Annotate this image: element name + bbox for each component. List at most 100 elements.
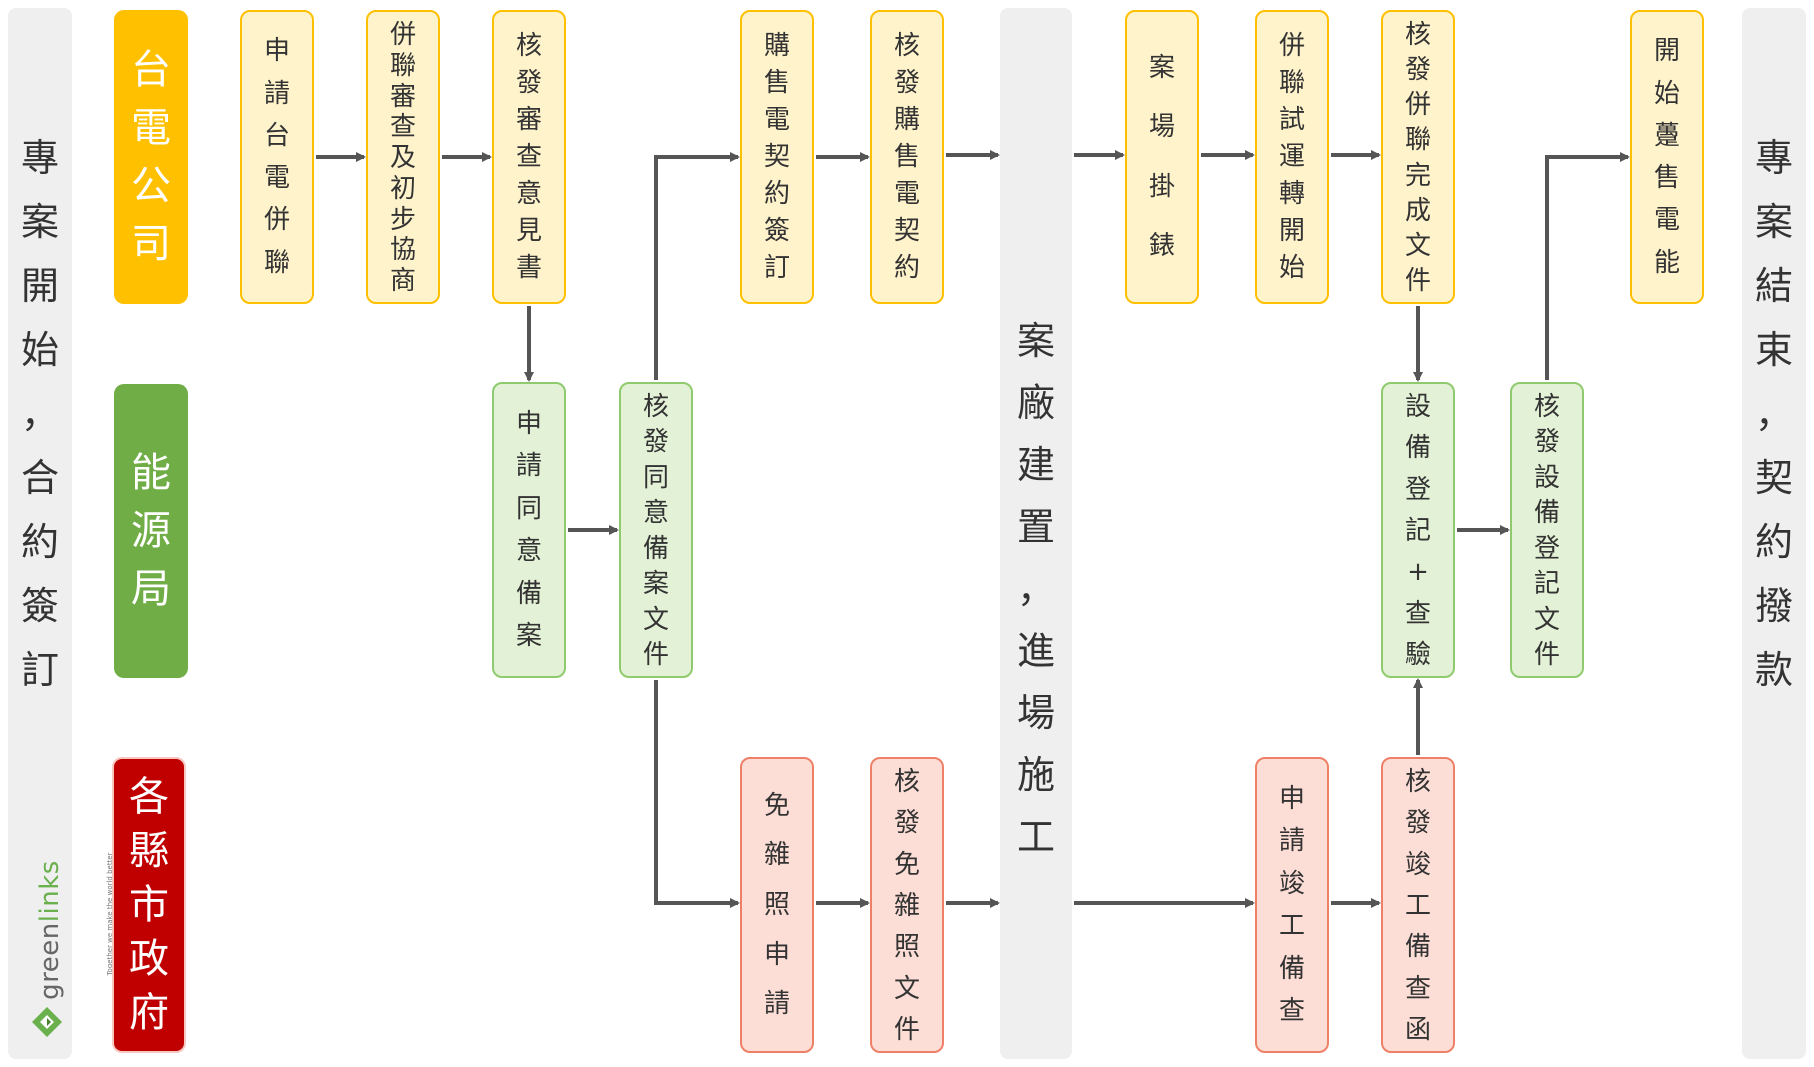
label-char: 查: [1404, 598, 1431, 629]
label-char: 售: [893, 142, 920, 172]
label-char: 台: [263, 120, 290, 151]
step-apply-taipower-grid: 申請台電併聯: [240, 10, 314, 304]
label-char: 發: [642, 427, 669, 458]
label-char: 請: [515, 451, 542, 482]
step-review-opinion: 核發審查意見書: [492, 10, 566, 304]
step-consent-issued: 核發同意備案文件: [619, 382, 693, 678]
label-char: 工: [1278, 911, 1305, 942]
label-char: 建: [1016, 442, 1055, 487]
label-char: 步: [389, 204, 416, 235]
label-char: 工: [1016, 814, 1055, 859]
label-char: 核: [642, 392, 669, 422]
label-char: 始: [1278, 253, 1305, 283]
label-char: 竣: [1278, 868, 1305, 899]
label-char: 文: [893, 973, 920, 1004]
label-char: 聯: [389, 50, 416, 81]
step-label: 申請竣工備查: [1257, 759, 1327, 1051]
label-char: 進: [1016, 628, 1055, 673]
label-char: 司: [131, 221, 171, 267]
step-grid-complete: 核發併聯完成文件: [1381, 10, 1455, 304]
label-char: 電: [263, 163, 290, 194]
arrow-b5-b6: [654, 152, 740, 380]
label-char: 聯: [1404, 125, 1431, 156]
label-char: 申: [515, 408, 542, 439]
label-char: 廠: [1016, 380, 1055, 425]
label-char: 始: [20, 327, 59, 372]
label-char: 備: [515, 578, 542, 609]
label-char: 合: [20, 455, 59, 500]
step-completion-issued: 核發竣工備查函: [1381, 757, 1455, 1053]
label-char: 核: [1404, 767, 1431, 797]
label-char: 購: [763, 31, 790, 61]
label-char: 備: [1533, 498, 1560, 529]
label-char: +: [1407, 557, 1429, 588]
category-county-government-label: 各縣市政府: [114, 759, 184, 1051]
label-char: 公: [131, 163, 171, 209]
label-char: 掛: [1148, 171, 1175, 202]
category-taipower: 台電公司: [114, 10, 188, 304]
logo-mark-icon: [32, 1007, 62, 1037]
label-char: 電: [763, 105, 790, 135]
label-char: 置: [1016, 504, 1055, 549]
label-char: 核: [515, 31, 542, 61]
label-char: 契: [1754, 455, 1793, 500]
label-char: 併: [263, 205, 290, 236]
label-char: 件: [1533, 639, 1560, 670]
step-label: 設備登記+查驗: [1383, 384, 1453, 676]
step-meter-install: 案場掛錶: [1125, 10, 1199, 304]
step-label: 免雜照申請: [742, 759, 812, 1051]
label-char: 審: [389, 81, 416, 112]
label-char: 錶: [1148, 230, 1175, 261]
label-char: 驗: [1404, 639, 1431, 670]
label-char: 開: [20, 263, 59, 308]
label-char: 核: [1533, 392, 1560, 422]
step-ppa-signing: 購售電契約簽訂: [740, 10, 814, 304]
label-char: 專: [1754, 135, 1793, 180]
label-char: 試: [1278, 105, 1305, 135]
label-char: 撥: [1754, 583, 1793, 628]
label-char: 案: [1148, 53, 1175, 84]
label-char: 免: [893, 849, 920, 880]
step-label: 案場掛錶: [1127, 12, 1197, 302]
label-char: 書: [515, 253, 542, 283]
label-char: 發: [1404, 55, 1431, 86]
step-label: 申請台電併聯: [242, 12, 312, 302]
project-end-panel: 專案結束，契約撥款: [1742, 8, 1806, 1059]
label-char: 各: [129, 774, 169, 820]
arrow-b14-b17: [1545, 152, 1630, 380]
construction-phase-label: 案廠建置，進場施工: [1000, 8, 1072, 1059]
step-start-selling: 開始躉售電能: [1630, 10, 1704, 304]
label-char: 申: [263, 36, 290, 67]
label-char: 案: [20, 199, 59, 244]
label-char: 契: [763, 142, 790, 172]
label-char: 案: [1754, 199, 1793, 244]
label-char: 躉: [1653, 120, 1680, 151]
label-char: 件: [642, 639, 669, 670]
step-label: 核發購售電契約: [872, 12, 942, 302]
label-char: 案: [515, 621, 542, 652]
step-exemption-issued: 核發免雜照文件: [870, 757, 944, 1053]
label-char: 結: [1754, 263, 1793, 308]
project-end-label: 專案結束，契約撥款: [1742, 8, 1806, 1059]
label-char: 查: [1404, 973, 1431, 1004]
label-char: 案: [1016, 318, 1055, 363]
label-char: 款: [1754, 647, 1793, 692]
step-label: 核發同意備案文件: [621, 384, 691, 676]
label-char: 訂: [20, 647, 59, 692]
label-char: 契: [893, 216, 920, 246]
label-char: 約: [1754, 519, 1793, 564]
label-char: 請: [763, 989, 790, 1020]
label-char: 商: [389, 266, 416, 296]
label-char: 件: [893, 1014, 920, 1045]
label-char: 及: [389, 143, 416, 173]
step-label: 併聯審查及初步協商: [368, 12, 438, 302]
label-char: 電: [893, 179, 920, 209]
construction-phase-panel: 案廠建置，進場施工: [1000, 8, 1072, 1059]
label-char: 政: [129, 936, 169, 982]
project-start-label: 專案開始，合約簽訂: [8, 8, 72, 1059]
label-char: 簽: [20, 583, 59, 628]
step-equipment-issued: 核發設備登記文件: [1510, 382, 1584, 678]
label-char: 文: [1404, 230, 1431, 261]
category-energy-bureau-label: 能源局: [114, 384, 188, 678]
